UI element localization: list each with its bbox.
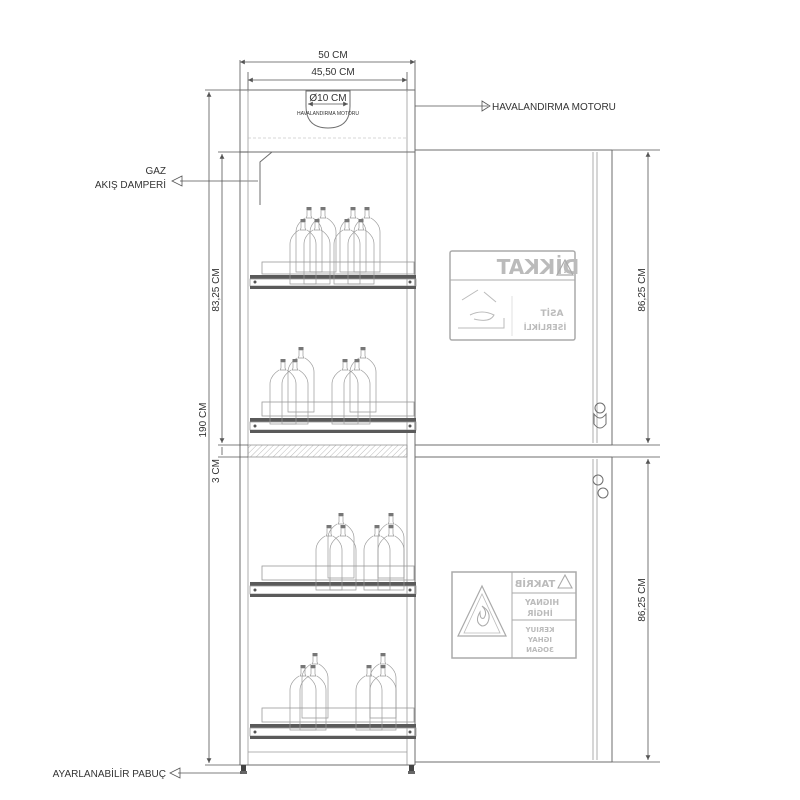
- lower-sign-line3: KERIUY: [525, 626, 555, 634]
- adjustable-feet: [240, 765, 415, 774]
- shelf-4: [249, 707, 417, 739]
- cabinet-section: [239, 151, 416, 766]
- upper-lock: [593, 402, 607, 429]
- door-upper-label: 86,25 CM: [637, 268, 648, 311]
- middle-separator: [247, 444, 408, 458]
- width-dimension: 50 CM 45,50 CM: [239, 50, 416, 92]
- height-total-label: 190 CM: [198, 402, 209, 437]
- right-dimensions: 86,25 CM 86,25 CM: [612, 149, 660, 763]
- shelves: [249, 261, 417, 739]
- lower-sign-line2: İHGİR: [527, 608, 552, 618]
- upper-sign-line1: ASİT: [540, 308, 564, 319]
- lower-sign-line5: 3OGAN: [526, 646, 554, 654]
- svg-text:!: !: [563, 266, 567, 276]
- foot-callout: AYARLANABİLİR PABUÇ: [53, 767, 242, 780]
- gas-damper-callout: GAZ AKIŞ DAMPERİ: [95, 166, 258, 191]
- width-outer-label: 50 CM: [318, 50, 347, 61]
- lower-sign-line1: HIGNAY: [525, 598, 559, 607]
- front-view: [415, 149, 613, 763]
- gap-label: 3 CM: [211, 459, 222, 483]
- upper-warning-sign: DİKKAT ! ASİT İSERLİKLİ: [449, 250, 579, 341]
- lower-sign-line4: IGHAY: [527, 636, 552, 644]
- foot-label: AYARLANABİLİR PABUÇ: [53, 767, 166, 780]
- duct-diameter-label: Ø10 CM: [309, 93, 346, 104]
- door-lower-label: 86,25 CM: [637, 578, 648, 621]
- shelf-3: [249, 565, 417, 597]
- lower-lock: [592, 474, 609, 499]
- left-dimensions: 190 CM 83,25 CM 3 CM: [198, 89, 248, 766]
- motor-label: HAVALANDIRMA MOTORU: [492, 102, 616, 113]
- shelf-2: [249, 401, 417, 433]
- shelf-1: [249, 261, 417, 289]
- lower-sign-title: TAKRİB: [515, 576, 556, 590]
- motor-small-label: HAVALANDIRMA MOTORU: [297, 111, 359, 117]
- gas-label-line1: GAZ: [145, 166, 166, 177]
- motor-callout: HAVALANDIRMA MOTORU: [415, 100, 616, 113]
- motor-housing: Ø10 CM HAVALANDIRMA MOTORU: [239, 89, 416, 153]
- upper-sign-line2: İSERLİKLİ: [524, 322, 567, 332]
- gas-label-line2: AKIŞ DAMPERİ: [95, 178, 166, 191]
- bottles: [269, 206, 405, 731]
- height-upper-label: 83,25 CM: [211, 268, 222, 311]
- lower-warning-sign: TAKRİB HIGNAY İHGİR KERIUY IGHAY 3OGAN: [451, 571, 577, 659]
- width-inner-label: 45,50 CM: [311, 67, 354, 78]
